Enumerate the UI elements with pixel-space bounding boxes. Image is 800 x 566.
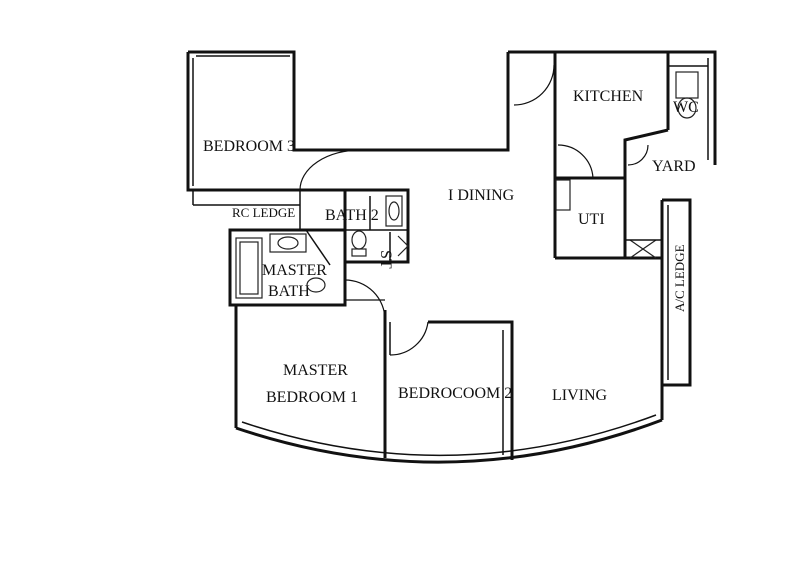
toilet-icon	[351, 230, 367, 250]
yard-opening-icon	[629, 239, 657, 259]
room-label-master-bedroom-2: BEDROOM 1	[266, 389, 358, 406]
uti-shelf-icon	[555, 179, 571, 211]
room-label-bedroom-2: BEDROCOOM 2	[398, 385, 512, 402]
room-label-wc: WC	[673, 99, 699, 116]
wc-toilet-icon	[675, 71, 699, 99]
room-label-st: ST	[377, 250, 394, 269]
master-toilet-icon	[306, 277, 326, 293]
toilet-tank-icon	[351, 248, 367, 257]
master-bath-walls	[228, 228, 347, 307]
room-label-bedroom-3: BEDROOM 3	[203, 138, 295, 155]
bedroom-3-walls	[186, 50, 510, 192]
room-label-living: LIVING	[552, 387, 608, 404]
bath-2-walls	[300, 188, 410, 300]
outer-curved-wall	[235, 200, 664, 464]
wc-bowl-icon	[677, 97, 697, 119]
basin-counter-icon	[269, 233, 307, 253]
bathtub-inner-icon	[239, 241, 259, 295]
room-label-ac-ledge: A/C LEDGE	[672, 244, 687, 312]
room-label-bath-2: BATH 2	[325, 207, 379, 224]
room-label-uti: UTI	[578, 211, 605, 228]
ac-ledge-walls	[662, 198, 692, 387]
room-label-rc-ledge: RC LEDGE	[232, 205, 295, 220]
room-label-kitchen: KITCHEN	[573, 88, 644, 105]
room-label-yard: YARD	[652, 158, 696, 175]
kitchen-area-walls	[508, 50, 717, 260]
vanity-icon	[385, 195, 403, 227]
st-door-icon	[397, 235, 409, 257]
room-label-master-bedroom-1: MASTER	[283, 362, 348, 379]
master-bedroom-walls	[234, 279, 387, 458]
room-label-master-bath-2: BATH	[268, 283, 310, 300]
room-label-dining: I DINING	[448, 187, 515, 204]
bathtub-icon	[235, 237, 263, 299]
bedroom-2-walls	[389, 320, 514, 460]
sink-icon	[388, 201, 400, 221]
basin-icon	[277, 236, 299, 250]
room-label-master-bath-1: MASTER	[262, 262, 327, 279]
